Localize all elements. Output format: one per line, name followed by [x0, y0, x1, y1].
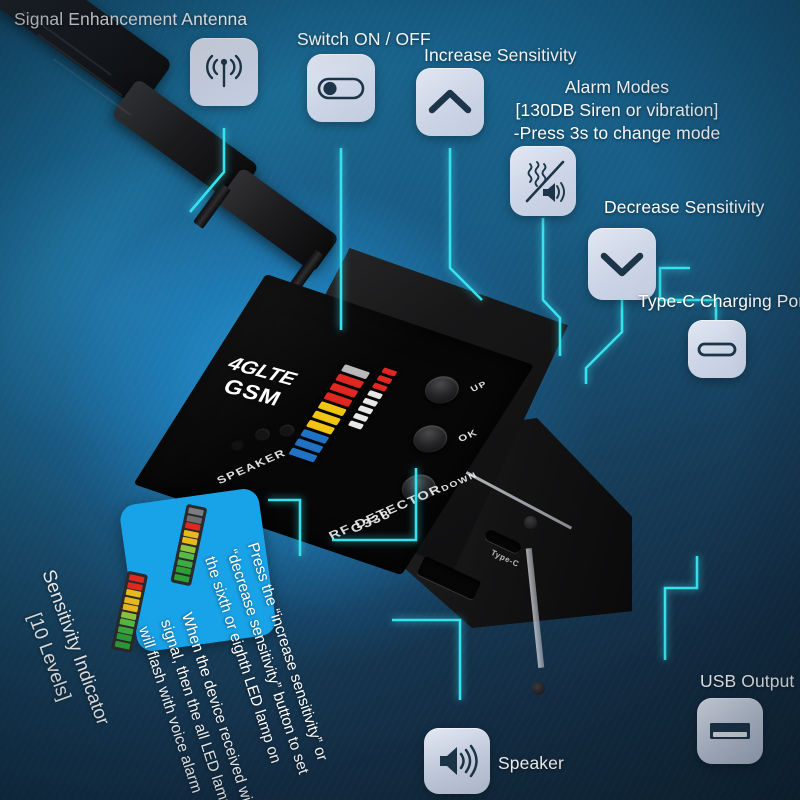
antenna-signal-icon[interactable]	[190, 38, 258, 106]
label-speaker: Speaker	[498, 753, 564, 773]
alarm-hint: -Press 3s to change mode	[513, 123, 721, 144]
led-segment	[114, 640, 131, 650]
connector-usb	[663, 556, 699, 660]
connector-decrease	[584, 300, 624, 384]
label-switch: Switch ON / OFF	[297, 29, 431, 49]
label-sensitivity-indicator: Sensitivity Indicator [10 Levels]	[8, 566, 116, 739]
label-decrease-sensitivity: Decrease Sensitivity	[604, 197, 765, 217]
connector-speaker	[392, 618, 462, 700]
label-alarm-modes: Alarm Modes [130DB Siren or vibration] -…	[492, 76, 742, 145]
usb-c-port-icon[interactable]	[688, 320, 746, 378]
vibrate-mute-icon[interactable]	[510, 146, 576, 216]
rf-detector-device: 4GLTE GSM UP OK DOWN SPEAKER RF DETECTOR…	[133, 248, 632, 695]
toggle-switch-icon[interactable]	[307, 54, 375, 122]
label-increase-sensitivity: Increase Sensitivity	[424, 45, 577, 65]
led-segment	[173, 573, 190, 583]
label-usb-output: USB Output	[700, 671, 795, 691]
alarm-title: Alarm Modes	[564, 77, 670, 97]
alarm-spec: [130DB Siren or vibration]	[515, 100, 719, 121]
label-antenna: Signal Enhancement Antenna	[14, 9, 248, 29]
speaker-waves-icon[interactable]	[424, 728, 490, 794]
chevron-up-icon[interactable]	[416, 68, 484, 136]
label-type-c-port: Type-C Charging Port	[638, 291, 800, 311]
usb-a-port-icon[interactable]	[697, 698, 763, 764]
